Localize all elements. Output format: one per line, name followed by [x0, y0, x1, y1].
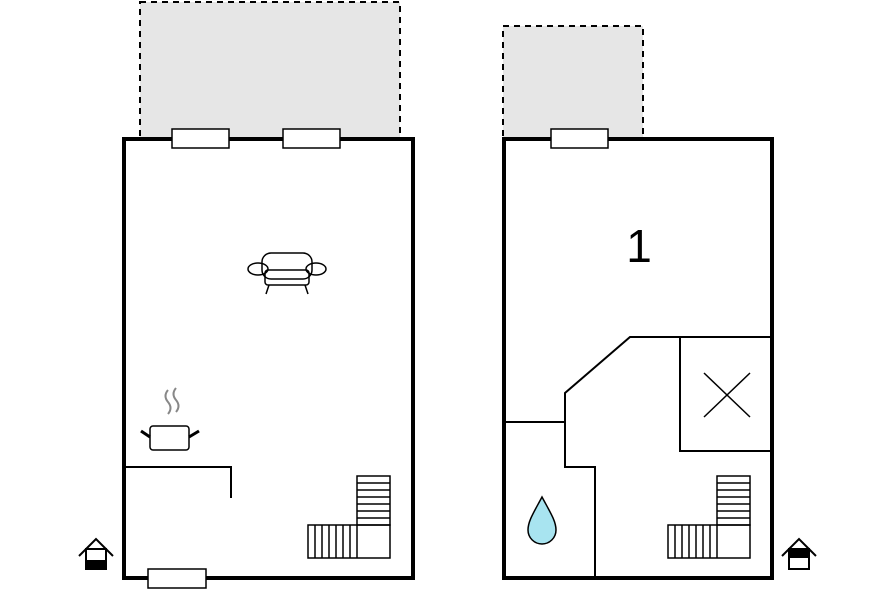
staircase-ground-floor	[307, 475, 391, 559]
room-label-1: 1	[626, 220, 652, 272]
balcony-ground-floor	[139, 1, 401, 140]
kitchen-partition-wall	[124, 466, 232, 498]
outer-walls-upper-floor	[502, 137, 774, 580]
window-upper-top	[550, 128, 609, 149]
sofa-icon	[247, 252, 327, 295]
window-top-left	[171, 128, 230, 149]
outer-walls-ground-floor	[122, 137, 415, 580]
house-entrance-icon	[781, 537, 817, 570]
ground-floor	[78, 1, 415, 589]
cooking-pot-icon	[140, 387, 200, 451]
window-bottom	[147, 568, 207, 589]
interior-walls-upper-floor	[504, 336, 772, 578]
window-top-right	[282, 128, 341, 149]
house-entrance-icon	[78, 537, 114, 570]
water-drop-icon	[527, 495, 557, 545]
void-cross-icon	[703, 372, 751, 418]
balcony-upper-floor	[502, 25, 644, 140]
staircase-upper-floor	[667, 475, 751, 559]
upper-floor: 1	[502, 25, 817, 580]
